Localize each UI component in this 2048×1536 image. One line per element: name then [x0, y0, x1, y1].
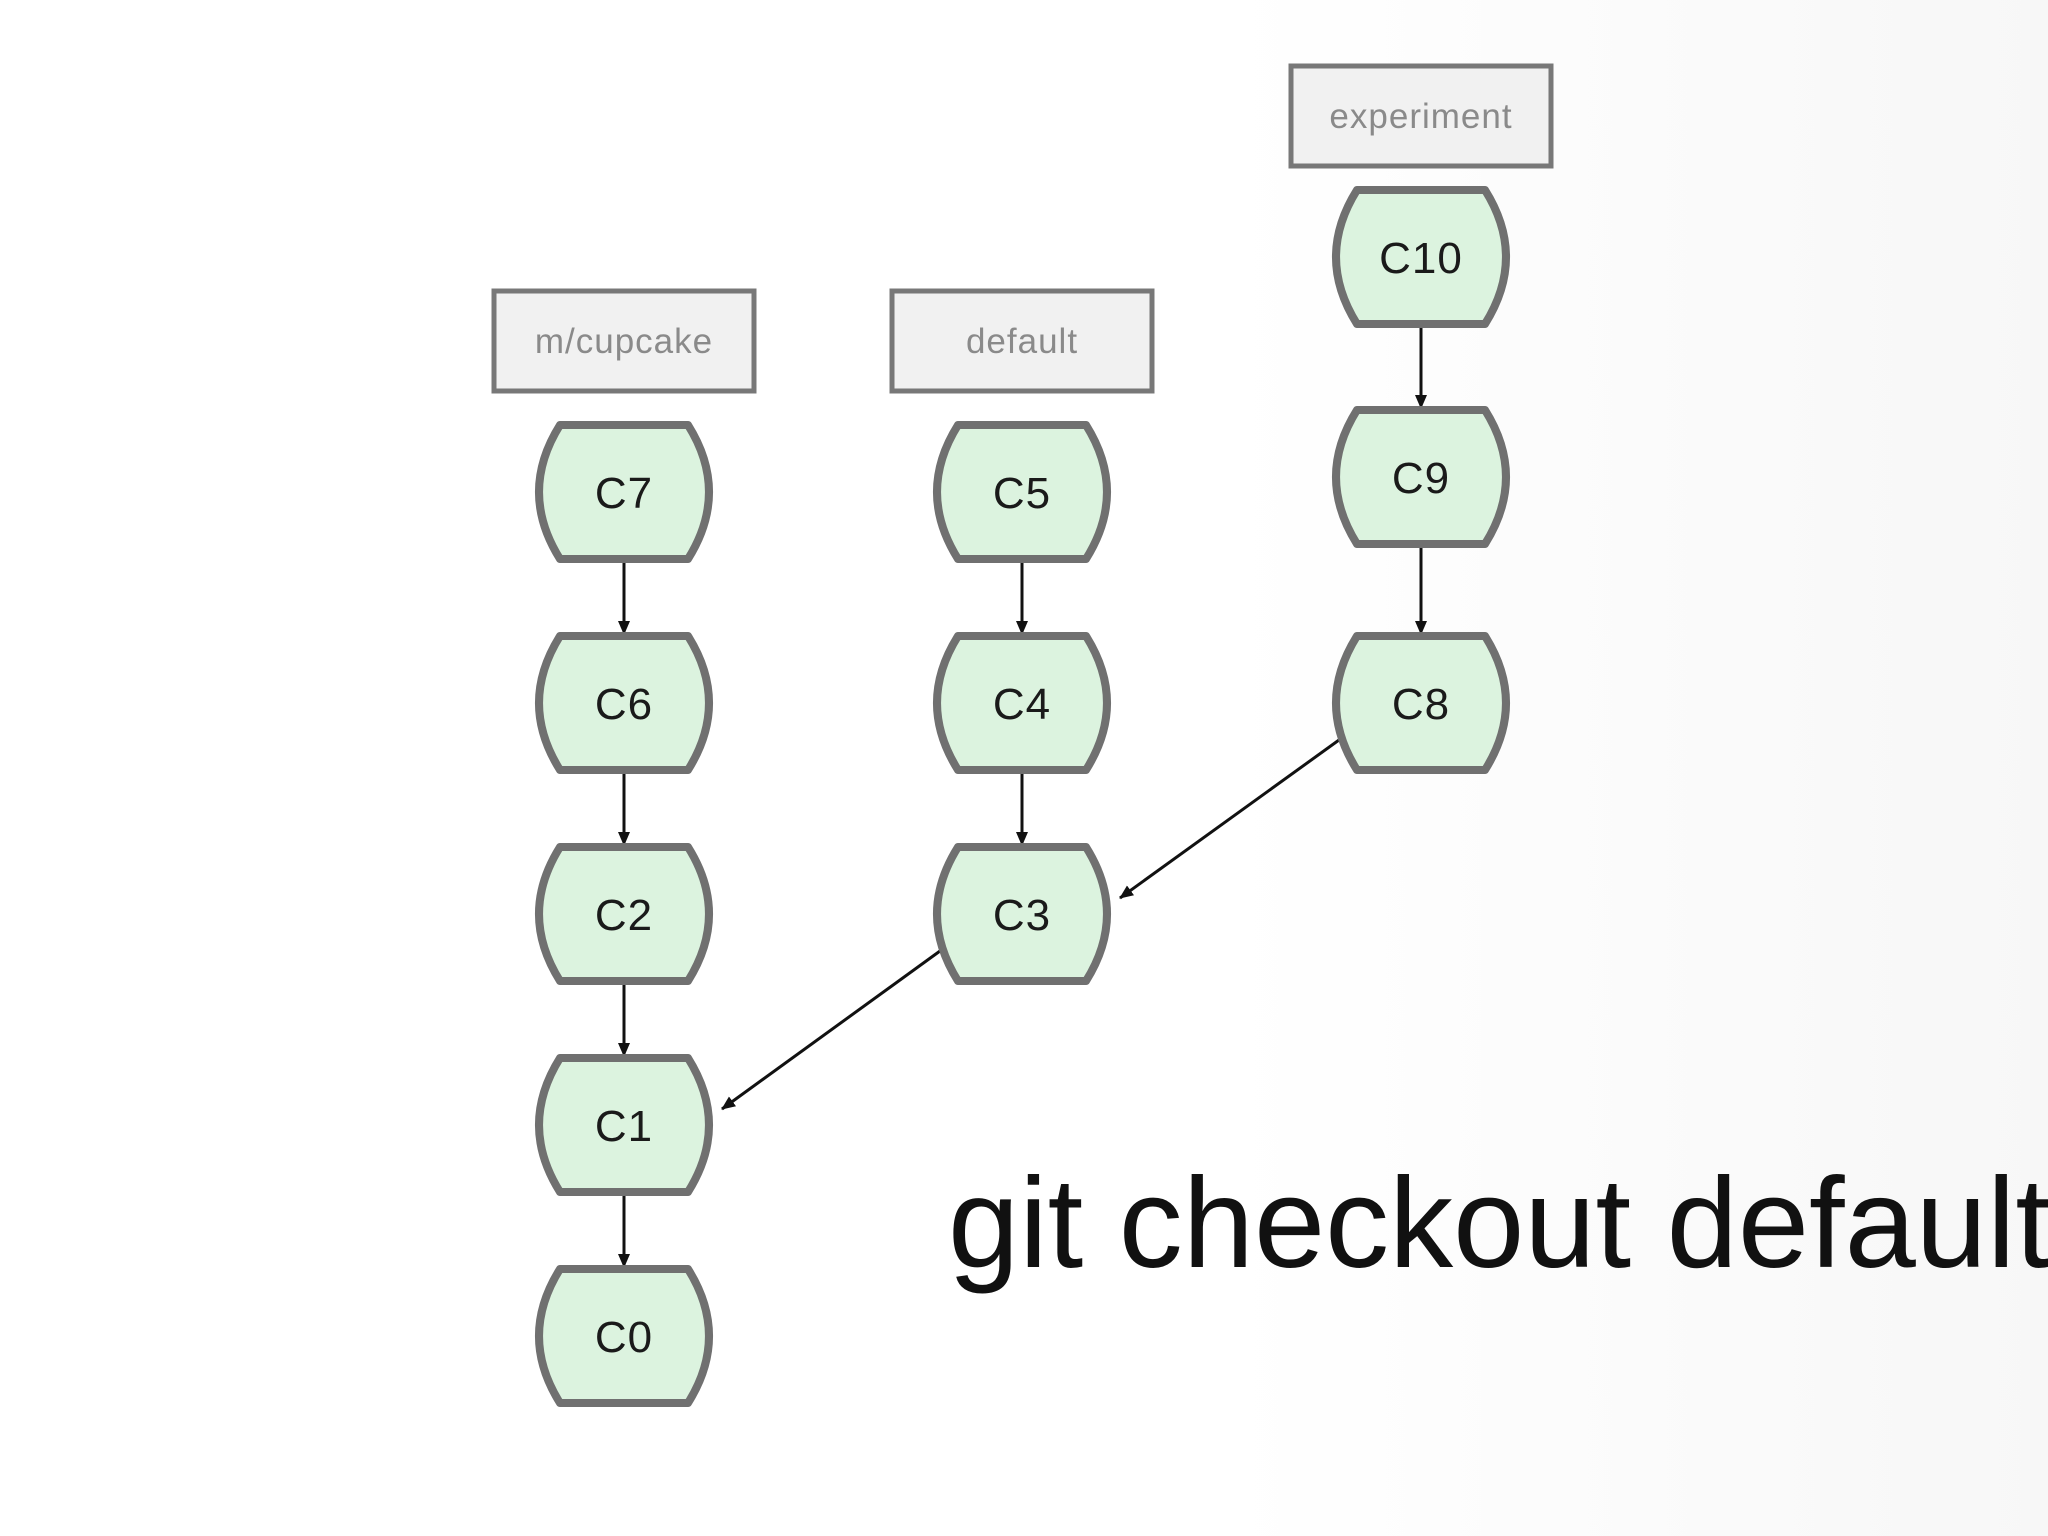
- commit-node-c6: C6: [535, 632, 713, 774]
- edges-layer: [618, 324, 1427, 1268]
- branch-label: default: [966, 322, 1078, 361]
- commit-node-c5: C5: [933, 421, 1111, 563]
- commit-node-c4: C4: [933, 632, 1111, 774]
- branch-pointer-experiment: experiment: [1288, 63, 1554, 169]
- commit-label: C7: [595, 469, 653, 518]
- commit-node-c3: C3: [933, 843, 1111, 985]
- commit-label: C2: [595, 891, 653, 940]
- commit-shape: [1332, 186, 1510, 328]
- commit-node-c2: C2: [535, 843, 713, 985]
- commit-shape: [1332, 406, 1510, 548]
- commit-node-c1: C1: [535, 1054, 713, 1196]
- commit-label: C3: [993, 891, 1051, 940]
- edge-c8-to-c3: [1119, 738, 1340, 900]
- branch-box: [1288, 63, 1554, 169]
- commit-label: C4: [993, 680, 1051, 729]
- commit-shape: [1332, 632, 1510, 774]
- commit-node-c8: C8: [1332, 632, 1510, 774]
- commit-node-c10: C10: [1332, 186, 1510, 328]
- branch-pointer-cupcake: m/cupcake: [491, 288, 757, 394]
- commit-label: C1: [595, 1102, 653, 1151]
- branch-pointer-default: default: [889, 288, 1155, 394]
- commit-shape: [535, 1054, 713, 1196]
- branch-label: experiment: [1329, 97, 1512, 136]
- commit-shape: [933, 632, 1111, 774]
- commit-shape: [535, 632, 713, 774]
- commit-label: C6: [595, 680, 653, 729]
- edge-c3-to-c1: [721, 949, 941, 1111]
- branch-box: [889, 288, 1155, 394]
- commit-label: C10: [1379, 234, 1463, 283]
- commit-shape: [535, 843, 713, 985]
- branches-layer: m/cupcake default experiment: [491, 63, 1554, 394]
- commit-shape: [933, 421, 1111, 563]
- commit-label: C8: [1392, 680, 1450, 729]
- commit-node-c7: C7: [535, 421, 713, 563]
- commit-shape: [933, 843, 1111, 985]
- branch-box: [491, 288, 757, 394]
- commit-shape: [535, 421, 713, 563]
- branch-label: m/cupcake: [535, 322, 713, 361]
- commit-node-c0: C0: [535, 1265, 713, 1407]
- commit-label: C9: [1392, 454, 1450, 503]
- commit-node-c9: C9: [1332, 406, 1510, 548]
- commit-label: C5: [993, 469, 1051, 518]
- slide-caption: git checkout default: [948, 1152, 2048, 1295]
- commit-shape: [535, 1265, 713, 1407]
- commit-label: C0: [595, 1313, 653, 1362]
